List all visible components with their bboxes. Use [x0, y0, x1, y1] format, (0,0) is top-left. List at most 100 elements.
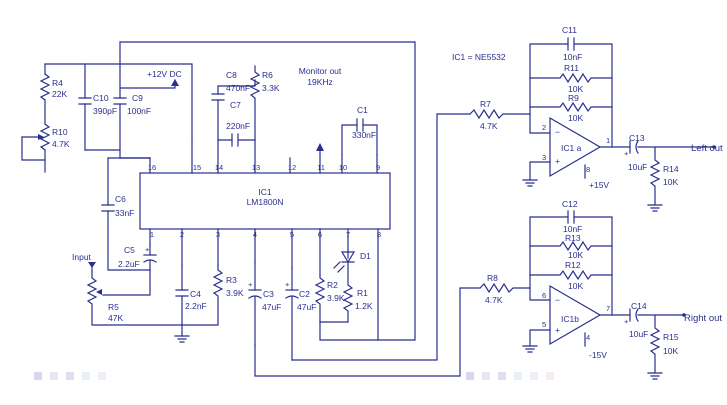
c3-polarity: +: [248, 280, 253, 289]
top-pin-leads: [149, 139, 378, 174]
opamp-a-supply: +15V: [589, 180, 609, 190]
r3-resistor: [181, 264, 224, 326]
c5-curved-plate: [143, 259, 157, 263]
r15-resistor: [649, 314, 661, 374]
left-out-label: Left out: [691, 143, 723, 154]
c12-value: 10nF: [563, 224, 582, 234]
r3-value: 3.9K: [226, 288, 244, 298]
c2-ref: C2: [299, 289, 310, 299]
opamp-a-label: IC1 a: [561, 143, 582, 153]
pin-9: 9: [376, 163, 380, 172]
opamp-b-pin4: 4: [586, 333, 590, 342]
r11-resistor: [529, 72, 613, 84]
c14-value: 10uF: [629, 329, 648, 339]
d1-light-rays: [333, 261, 345, 273]
decorative-squares-left: [34, 372, 106, 380]
top-left-rail: [44, 63, 193, 141]
bottom-pin-leads: [149, 228, 379, 341]
top-loop-wire: [119, 41, 416, 341]
monitor-arrow-icon: [316, 143, 324, 151]
c7-value: 220nF: [226, 121, 250, 131]
r5-wiper-arrow: [96, 289, 102, 295]
c13-value: 10uF: [628, 162, 647, 172]
r2-value: 3.9K: [327, 293, 345, 303]
r6-resistor: [249, 65, 261, 141]
c12-wire: [529, 216, 613, 316]
wire: [319, 321, 379, 341]
wire: [341, 124, 378, 156]
opamp-b-pin7: 7: [606, 304, 610, 313]
d1-ref: D1: [360, 251, 371, 261]
r11-value: 10K: [568, 84, 583, 94]
r12-ref: R12: [565, 260, 581, 270]
pin-10: 10: [339, 163, 347, 172]
c11-wire: [529, 43, 613, 148]
c5-value: 2.2uF: [118, 259, 140, 269]
ground-icon: [174, 335, 190, 343]
wire: [217, 79, 256, 141]
c14-curved-plate: [635, 308, 639, 322]
r10-potentiometer: [39, 123, 51, 151]
c14-polarity: +: [624, 317, 629, 326]
r13-ref: R13: [565, 233, 581, 243]
c12-capacitor: [567, 210, 575, 224]
c3-value: 47uF: [262, 302, 281, 312]
c2-polarity: +: [285, 280, 290, 289]
r11-ref: R11: [564, 63, 579, 73]
ic1-top-pin-labels: 16 15 14 13 12 11 10 9: [148, 163, 380, 172]
c11-capacitor: [567, 37, 575, 51]
pin-12: 12: [288, 163, 296, 172]
opamp-a-body: [549, 116, 602, 178]
opamp-b-pin6: 6: [542, 291, 546, 300]
r2-resistor: [314, 274, 326, 323]
c3-curved-plate: [248, 295, 262, 299]
r9-resistor: [529, 101, 613, 113]
opamp-a-pin3: 3: [542, 153, 546, 162]
ground-icon: [522, 179, 538, 187]
r7-ref: R7: [480, 99, 491, 109]
r7-resistor: [469, 108, 551, 134]
pin-11: 11: [317, 163, 325, 172]
monitor-freq: 19KHz: [307, 77, 333, 87]
pin-14: 14: [215, 163, 223, 172]
ic1-name: IC1: [258, 187, 272, 197]
c5-ref: C5: [124, 245, 135, 255]
opamp-a-pin2: 2: [542, 123, 546, 132]
ground-icon: [647, 204, 663, 212]
c4-value: 2.2nF: [185, 301, 207, 311]
r9-value: 10K: [568, 113, 583, 123]
supply-wire: [119, 79, 176, 89]
c12-ref: C12: [562, 199, 578, 209]
r6-ref: R6: [262, 70, 273, 80]
ground-icon: [647, 372, 663, 380]
c8-capacitor: [211, 93, 225, 101]
ic1-bottom-pin-labels: 1 2 3 4 5 6 7 8: [150, 230, 381, 239]
r1-value: 1.2K: [355, 301, 373, 311]
r1-resistor: [319, 261, 354, 323]
c4-ref: C4: [190, 289, 201, 299]
c13-polarity: +: [624, 149, 629, 158]
c6-value: 33nF: [115, 208, 134, 218]
r2-ref: R2: [327, 280, 338, 290]
r5-value: 47K: [108, 313, 123, 323]
c10-capacitor: [78, 97, 92, 105]
r13-value: 10K: [568, 250, 583, 260]
c10-value: 390pF: [93, 106, 117, 116]
pin-8: 8: [377, 230, 381, 239]
ic1-part: LM1800N: [247, 197, 284, 207]
monitor-label: Monitor out: [299, 66, 342, 76]
supply-label: +12V DC: [147, 69, 182, 79]
wire-to-pin16: [119, 149, 151, 159]
opamp-b-supply: -15V: [589, 350, 607, 360]
r15-ref: R15: [663, 332, 679, 342]
r3-ref: R3: [226, 275, 237, 285]
c5-wire: [102, 244, 151, 296]
c1-capacitor: [356, 118, 364, 132]
r8-resistor: [479, 282, 551, 301]
opamp-b-plus: +: [555, 325, 560, 335]
r12-resistor: [529, 269, 613, 281]
c11-value: 10nF: [563, 52, 582, 62]
c6-ref: C6: [115, 194, 126, 204]
